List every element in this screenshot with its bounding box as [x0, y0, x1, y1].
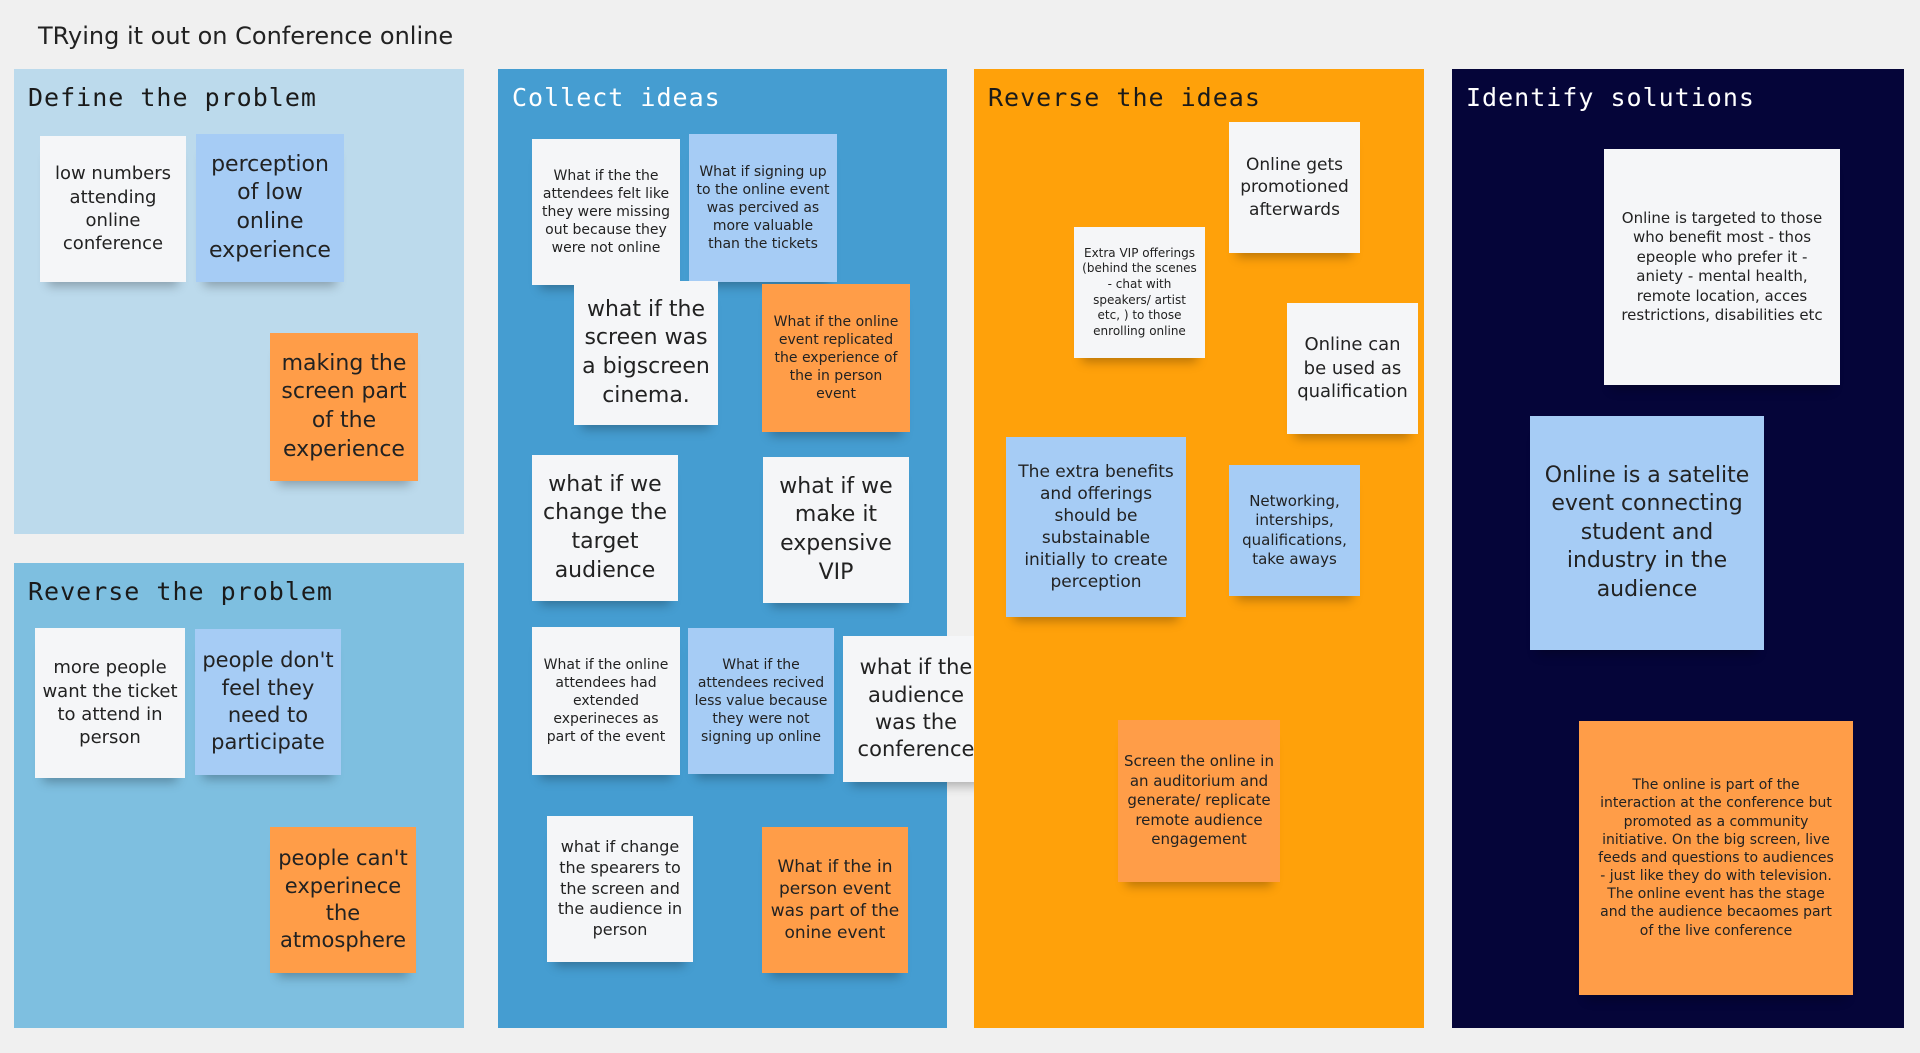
sticky-note[interactable]: perception of low online experience [196, 134, 344, 282]
sticky-note[interactable]: what if we change the target audience [532, 455, 678, 601]
sticky-note[interactable]: what if the audience was the conference [843, 636, 989, 782]
frame-title: Reverse the ideas [988, 83, 1261, 112]
frame-reverse-ideas[interactable]: Reverse the ideas Online gets promotione… [974, 69, 1424, 1028]
sticky-note[interactable]: low numbers attending online conference [40, 136, 186, 282]
board-title: TRying it out on Conference online [38, 22, 454, 50]
sticky-note[interactable]: What if signing up to the online event w… [689, 134, 837, 282]
sticky-note[interactable]: what if change the spearers to the scree… [547, 816, 693, 962]
frame-title: Reverse the problem [28, 577, 333, 606]
sticky-note[interactable]: people can't experinece the atmosphere [270, 827, 416, 973]
frame-title: Define the problem [28, 83, 317, 112]
sticky-note[interactable]: What if the online attendees had extende… [532, 627, 680, 775]
sticky-note[interactable]: Online can be used as qualification [1287, 303, 1418, 434]
sticky-note[interactable]: The online is part of the interaction at… [1579, 721, 1853, 995]
frame-collect-ideas[interactable]: Collect ideas What if the the attendees … [498, 69, 989, 1028]
sticky-note[interactable]: The extra benefits and offerings should … [1006, 437, 1186, 617]
sticky-note[interactable]: What if the online event replicated the … [762, 284, 910, 432]
frame-title: Collect ideas [512, 83, 721, 112]
sticky-note[interactable]: Extra VIP offerings (behind the scenes -… [1074, 227, 1205, 358]
sticky-note[interactable]: making the screen part of the experience [270, 333, 418, 481]
sticky-note[interactable]: What if the attendees recived less value… [688, 628, 834, 774]
frame-define-problem[interactable]: Define the problem low numbers attending… [14, 69, 464, 534]
sticky-note[interactable]: What if the the attendees felt like they… [532, 139, 680, 285]
frame-identify-solutions[interactable]: Identify solutions Online is targeted to… [1452, 69, 1904, 1028]
sticky-note[interactable]: what if the screen was a bigscreen cinem… [574, 281, 718, 425]
sticky-note[interactable]: Online is a satelite event connecting st… [1530, 416, 1764, 650]
sticky-note[interactable]: Screen the online in an auditorium and g… [1118, 720, 1280, 882]
frame-reverse-problem[interactable]: Reverse the problem more people want the… [14, 563, 464, 1028]
sticky-note[interactable]: Online gets promotioned afterwards [1229, 122, 1360, 253]
sticky-note[interactable]: What if the in person event was part of … [762, 827, 908, 973]
sticky-note[interactable]: what if we make it expensive VIP [763, 457, 909, 603]
sticky-note[interactable]: more people want the ticket to attend in… [35, 628, 185, 778]
frame-title: Identify solutions [1466, 83, 1755, 112]
sticky-note[interactable]: Online is targeted to those who benefit … [1604, 149, 1840, 385]
sticky-note[interactable]: people don't feel they need to participa… [195, 629, 341, 775]
sticky-note[interactable]: Networking, interships, qualifications, … [1229, 465, 1360, 596]
